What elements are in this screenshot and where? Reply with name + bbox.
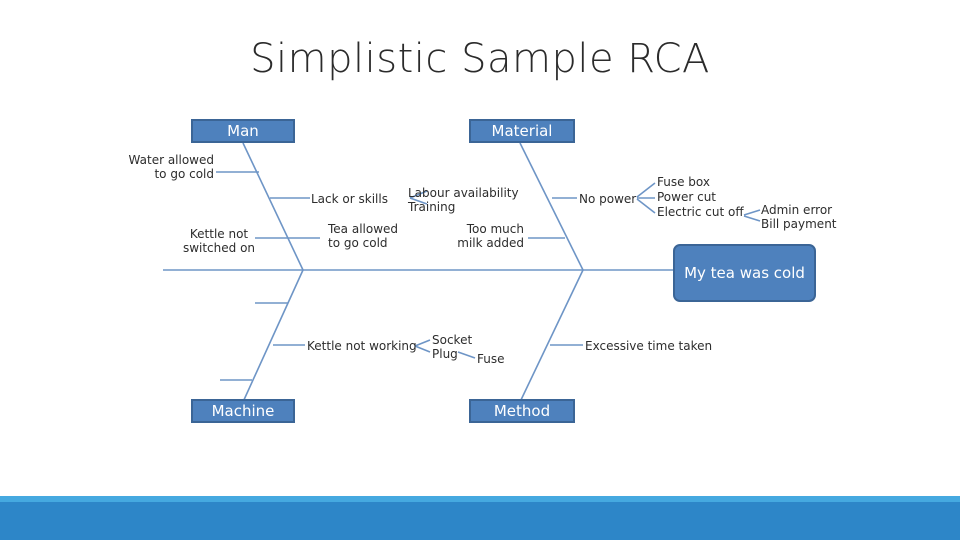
- cause-socket: Socket: [432, 333, 473, 347]
- cause-admin-error: Admin error: [761, 203, 833, 217]
- cause-water-allowed-line2: to go cold: [154, 167, 214, 181]
- cause-tea-allowed-line2: to go cold: [328, 236, 388, 250]
- arrow-fusebox: [636, 182, 656, 198]
- cause-milk-line1: Too much: [466, 222, 524, 236]
- bone-man: [242, 142, 304, 271]
- effect-box: My tea was cold: [673, 244, 816, 302]
- slide-title: Simplistic Sample RCA: [250, 36, 710, 82]
- cause-tea-allowed: Tea allowed to go cold: [328, 222, 398, 250]
- cause-water-allowed-line1: Water allowed: [128, 153, 214, 167]
- cause-water-allowed: Water allowed to go cold: [128, 153, 214, 181]
- cause-bill-payment: Bill payment: [761, 217, 837, 231]
- cause-power-subcauses: Fuse box Power cut Electric cut off: [657, 175, 744, 220]
- cause-lack-of-skills: Lack or skills: [311, 192, 388, 206]
- arrow-fuse: [457, 351, 476, 359]
- cause-fuse: Fuse: [477, 352, 505, 366]
- cause-socket-plug: Socket Plug: [432, 333, 472, 361]
- cause-excessive-time: Excessive time taken: [585, 339, 713, 353]
- cause-fuse-box: Fuse box: [657, 175, 710, 189]
- category-machine: Machine: [191, 399, 295, 423]
- cause-tea-allowed-line1: Tea allowed: [328, 222, 399, 236]
- arrow-bill: [743, 215, 761, 222]
- cause-labour-training: Labour availability Training: [408, 186, 519, 214]
- cause-milk-line2: milk added: [457, 236, 524, 250]
- arrow-socket: [414, 339, 431, 347]
- cause-kettle-line2: switched on: [182, 241, 256, 255]
- bone-method: [519, 269, 584, 403]
- cause-too-much-milk: Too much milk added: [456, 222, 524, 250]
- cause-no-power: No power: [579, 192, 637, 206]
- bone-material: [519, 142, 584, 271]
- category-man: Man: [191, 119, 295, 143]
- cause-plug: Plug: [432, 347, 458, 361]
- cause-kettle-line1: Kettle not: [189, 227, 249, 241]
- arrow-labour: [409, 190, 428, 199]
- cause-training: Training: [408, 200, 456, 214]
- arrow-admin: [743, 209, 761, 216]
- arrow-training: [409, 197, 428, 205]
- category-method: Method: [469, 399, 575, 423]
- cause-power-cut: Power cut: [657, 190, 717, 204]
- cause-electric-subcauses: Admin error Bill payment: [761, 203, 837, 231]
- category-material: Material: [469, 119, 575, 143]
- arrow-electric: [636, 198, 656, 214]
- arrow-plug: [414, 345, 431, 353]
- cause-kettle-not-switched-on: Kettle not switched on: [176, 227, 262, 255]
- cause-labour-availability: Labour availability: [408, 186, 519, 200]
- cause-electric-cut-off: Electric cut off: [657, 205, 744, 219]
- bone-machine: [242, 269, 304, 403]
- footer-band: [0, 496, 960, 540]
- cause-kettle-not-working: Kettle not working: [307, 339, 417, 353]
